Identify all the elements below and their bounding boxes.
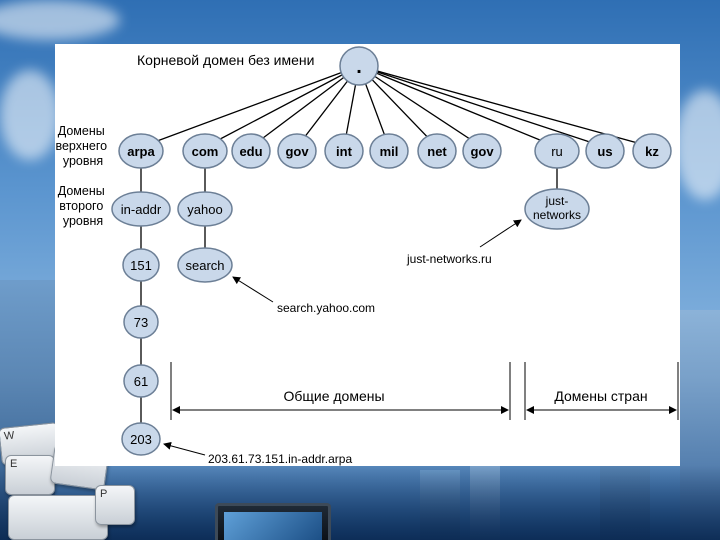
tld-nodes: arpa com edu gov int mil net gov ru us k…: [118, 133, 672, 169]
keyboard-decoration: W E A P: [0, 421, 140, 540]
diagram-slide: Корневой домен без имени: [55, 44, 680, 466]
svg-text:ru: ru: [551, 144, 563, 159]
svg-text:networks: networks: [533, 208, 581, 222]
svg-text:in-addr: in-addr: [121, 202, 162, 217]
annotation-arrows: [163, 219, 522, 456]
range-labels: Общие домены Домены стран: [283, 388, 647, 404]
svg-text:203: 203: [130, 432, 152, 447]
range-country-label: Домены стран: [554, 388, 647, 404]
tld-node-kz: kz: [632, 133, 672, 169]
annotation-just-networks: just-networks.ru: [406, 252, 492, 266]
annotations: search.yahoo.com just-networks.ru 203.61…: [208, 252, 492, 466]
tld-node-int: int: [324, 133, 364, 169]
key-p: P: [95, 485, 135, 525]
root-node: .: [339, 46, 379, 86]
node-yahoo: yahoo: [177, 191, 233, 227]
svg-text:search: search: [185, 258, 224, 273]
key-e: E: [5, 455, 55, 495]
svg-text:gov: gov: [470, 144, 494, 159]
node-search: search: [177, 247, 233, 283]
cloud: [0, 70, 60, 160]
second-level-nodes: in-addr yahoo just- networks: [111, 188, 590, 230]
svg-text:int: int: [336, 144, 353, 159]
range-separators: [170, 362, 679, 420]
svg-text:gov: gov: [285, 144, 309, 159]
node-just-networks: just- networks: [524, 188, 590, 230]
tld-node-com: com: [182, 133, 228, 169]
svg-text:us: us: [597, 144, 612, 159]
svg-text:just-: just-: [545, 194, 569, 208]
dns-tree-diagram: Корневой домен без имени: [55, 46, 679, 466]
svg-text:arpa: arpa: [127, 144, 155, 159]
cloud: [0, 0, 120, 40]
deeper-nodes: 151 search 73 61 203: [121, 247, 233, 456]
cloud: [675, 90, 720, 200]
key-space: [8, 495, 108, 540]
root-label: Корневой домен без имени: [137, 52, 314, 68]
node-203: 203: [121, 422, 161, 456]
root-edges: [140, 65, 653, 148]
node-73: 73: [123, 305, 159, 339]
svg-text:yahoo: yahoo: [187, 202, 222, 217]
node-151: 151: [122, 248, 160, 282]
tld-node-ru: ru: [534, 133, 580, 169]
svg-text:73: 73: [134, 315, 148, 330]
annotation-arpa: 203.61.73.151.in-addr.arpa: [208, 452, 352, 466]
range-generic-label: Общие домены: [283, 388, 384, 404]
tld-node-net: net: [417, 133, 457, 169]
svg-text:com: com: [192, 144, 219, 159]
svg-text:151: 151: [130, 258, 152, 273]
node-61: 61: [123, 364, 159, 398]
tld-node-edu: edu: [231, 133, 271, 169]
annotation-search-yahoo: search.yahoo.com: [277, 301, 375, 315]
svg-text:kz: kz: [645, 144, 659, 159]
node-in-addr: in-addr: [111, 191, 171, 227]
laptop-decoration: [215, 503, 331, 540]
tld-node-mil: mil: [369, 133, 409, 169]
svg-text:edu: edu: [239, 144, 262, 159]
tree-edges: [140, 168, 558, 424]
level2-label: Домены второго уровня: [58, 184, 108, 228]
svg-text:mil: mil: [380, 144, 399, 159]
tld-node-gov-2: gov: [462, 133, 502, 169]
tld-node-us: us: [585, 133, 625, 169]
svg-text:61: 61: [134, 374, 148, 389]
tld-node-arpa: arpa: [118, 133, 164, 169]
svg-text:.: .: [356, 56, 362, 78]
level1-label: Домены верхнего уровня: [55, 124, 110, 168]
svg-text:net: net: [427, 144, 447, 159]
tld-node-gov: gov: [277, 133, 317, 169]
